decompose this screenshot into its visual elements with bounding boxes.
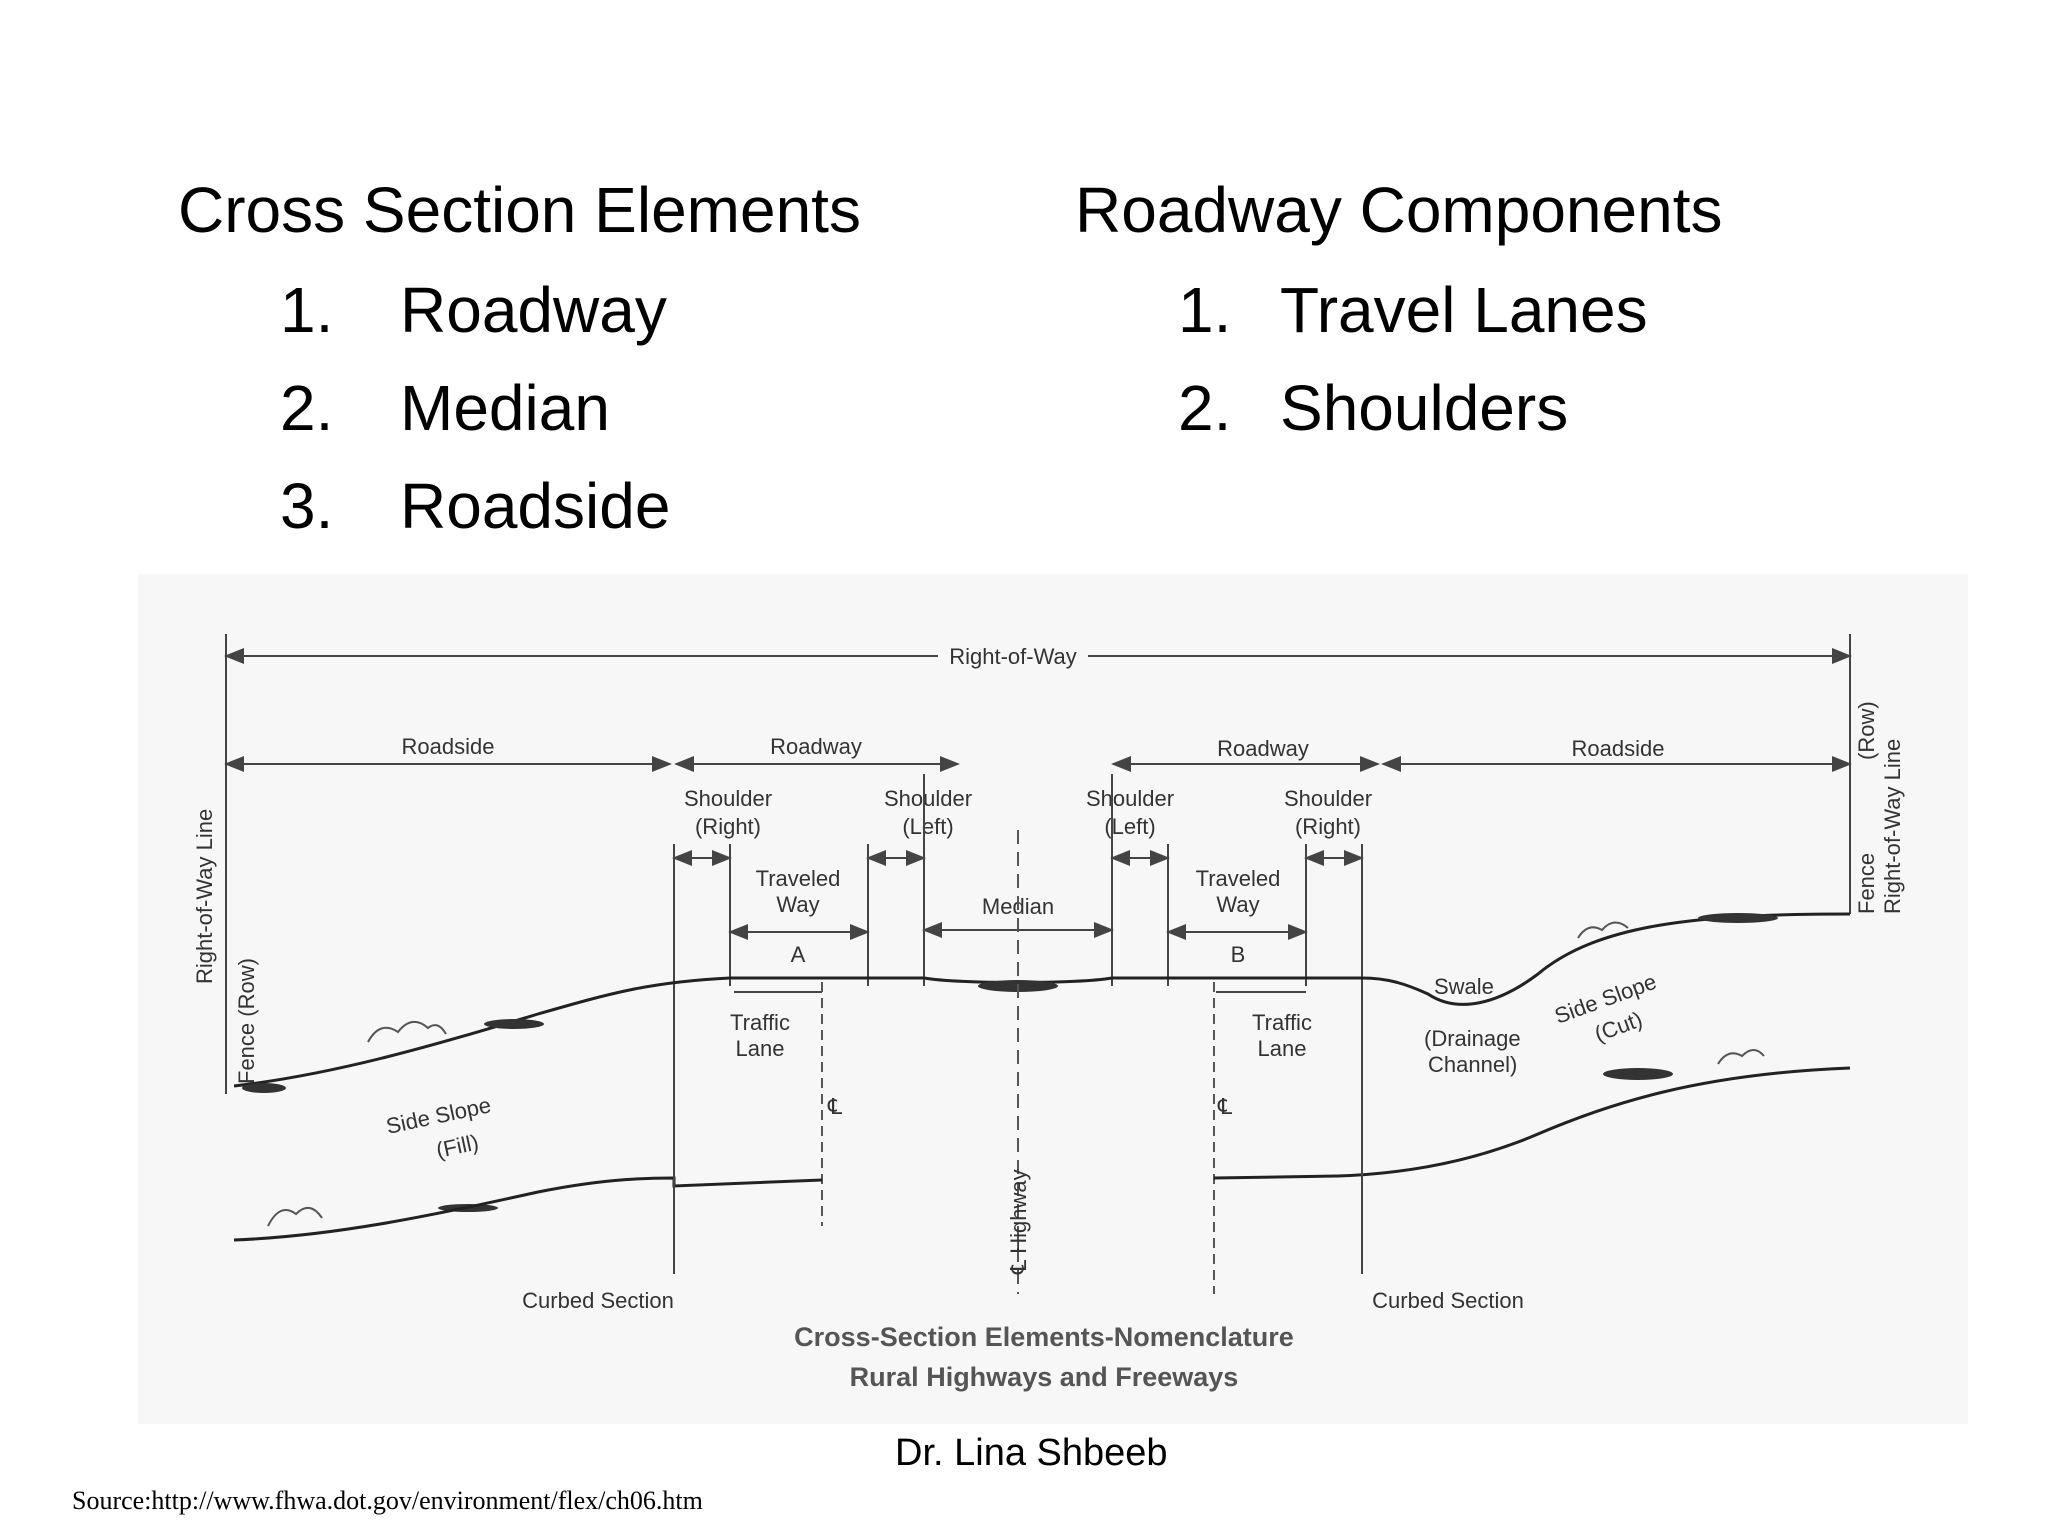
lane-a-sub-label: Lane <box>736 1036 785 1061</box>
curbed-section-left-label: Curbed Section <box>522 1288 674 1313</box>
roadway-components-heading: Roadway Components <box>1075 174 1723 246</box>
cross-section-svg: Right-of-Way Roadside Roadway Roadway Ro… <box>192 634 1905 1392</box>
lane-b-sub-label: Lane <box>1258 1036 1307 1061</box>
drainage-label: (Drainage <box>1424 1026 1521 1051</box>
fence-row-left-label: Fence (Row) <box>234 958 259 1084</box>
shoulder-right-a-label: Shoulder <box>684 786 772 811</box>
list-item-median: Median <box>400 372 610 444</box>
roadway-right-label: Roadway <box>1217 736 1309 761</box>
list-number: 1. <box>280 274 334 346</box>
row-right-label: (Row) <box>1854 701 1879 760</box>
row-line-right-label: Right-of-Way Line <box>1880 739 1905 914</box>
list-item-roadway: Roadway <box>400 274 667 346</box>
curbed-profile-right <box>1213 1066 1851 1180</box>
lane-a-label: A <box>791 942 806 967</box>
list-number: 3. <box>280 470 334 542</box>
roadside-left-label: Roadside <box>402 734 495 759</box>
cross-section-heading: Cross Section Elements <box>178 174 861 246</box>
lane-b-label: B <box>1231 942 1246 967</box>
extension-lines <box>673 774 1363 994</box>
label-mask <box>938 640 1088 670</box>
shoulder-left-a-label: Shoulder <box>884 786 972 811</box>
way-b-label: Way <box>1216 892 1259 917</box>
traveled-b-label: Traveled <box>1196 866 1281 891</box>
source-citation: Source:http://www.fhwa.dot.gov/environme… <box>72 1486 703 1515</box>
way-a-label: Way <box>776 892 819 917</box>
highway-centerline-label: ℄ Highway <box>1006 1169 1031 1275</box>
fence-right-label: Fence <box>1854 853 1879 914</box>
list-number: 2. <box>1178 372 1232 444</box>
list-number: 2. <box>280 372 334 444</box>
list-item-travel-lanes: Travel Lanes <box>1280 274 1648 346</box>
list-item-roadside: Roadside <box>400 470 671 542</box>
swale-label: Swale <box>1434 974 1494 999</box>
boulder-marks <box>267 921 1765 1227</box>
channel-label: Channel) <box>1428 1052 1517 1077</box>
roadway-left-label: Roadway <box>770 734 862 759</box>
diagram-caption-line2: Rural Highways and Freeways <box>850 1362 1239 1392</box>
lane-a-cl-symbol: ℄ <box>827 1094 843 1119</box>
list-item-shoulders: Shoulders <box>1280 372 1569 444</box>
lane-b-cl-symbol: ℄ <box>1217 1094 1233 1119</box>
shoulder-right-b-paren: (Right) <box>1295 814 1361 839</box>
traffic-b-label: Traffic <box>1252 1010 1312 1035</box>
cross-section-diagram: Right-of-Way Roadside Roadway Roadway Ro… <box>138 574 1968 1424</box>
side-slope-fill-label: Side Slope <box>384 1092 493 1139</box>
traffic-a-label: Traffic <box>730 1010 790 1035</box>
curbed-section-right-label: Curbed Section <box>1372 1288 1524 1313</box>
shoulder-left-b-label: Shoulder <box>1086 786 1174 811</box>
row-line-left-label: Right-of-Way Line <box>192 809 217 984</box>
author-name: Dr. Lina Shbeeb <box>895 1432 1168 1474</box>
right-of-way-label: Right-of-Way <box>949 644 1077 669</box>
vegetation-marks <box>242 913 1778 1212</box>
side-slope-fill-paren: (Fill) <box>434 1130 481 1163</box>
diagram-caption-line1: Cross-Section Elements-Nomenclature <box>794 1322 1294 1352</box>
shoulder-right-b-label: Shoulder <box>1284 786 1372 811</box>
curbed-profile-left <box>233 1176 823 1242</box>
shoulder-right-a-paren: (Right) <box>695 814 761 839</box>
shoulder-left-a-paren: (Left) <box>902 814 953 839</box>
list-number: 1. <box>1178 274 1232 346</box>
traveled-a-label: Traveled <box>756 866 841 891</box>
roadside-right-label: Roadside <box>1572 736 1665 761</box>
